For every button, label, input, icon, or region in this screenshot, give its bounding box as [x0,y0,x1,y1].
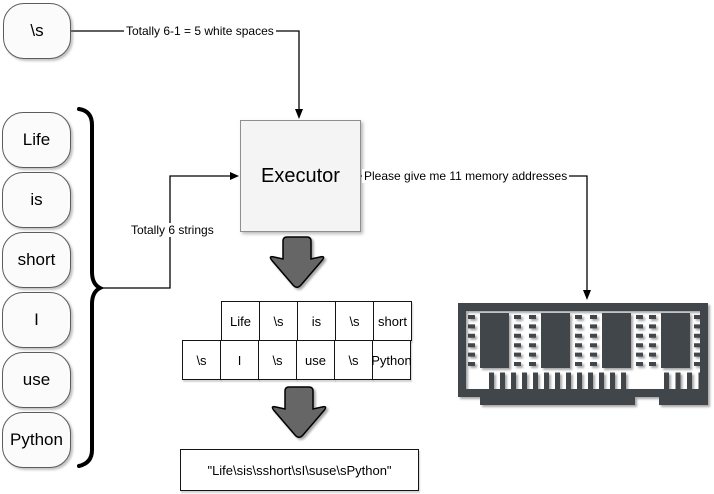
ram-stick-icon [458,303,708,405]
curly-brace-icon [77,107,105,468]
memory-cell: \s [335,301,374,341]
string-node-life: Life [2,112,71,168]
memory-cell: short [373,301,412,341]
arrowhead-into-memory-icon [583,290,591,300]
memory-cell: \s [259,301,298,341]
separator-node: \s [3,3,71,59]
memory-cell: I [220,340,259,380]
string-node-label: Python [10,430,63,449]
strings-edge-label: Totally 6 strings [129,223,216,237]
separator-node-label: \s [30,21,44,40]
memory-cell: is [297,301,336,341]
result-string-box: "Life\sis\sshort\sI\suse\sPython" [180,449,419,491]
string-node-label: I [34,310,39,329]
string-node-label: use [22,370,51,389]
memory-cell: \s [258,340,297,380]
memory-request-edge-label: Please give me 11 memory addresses [362,169,570,183]
string-node-label: Life [22,130,51,149]
spaces-edge-label: Totally 6-1 = 5 white spaces [124,24,276,38]
memory-cell: \s [182,340,221,380]
string-node-is: is [2,172,71,228]
block-down-arrow-icon [271,386,327,438]
arrowhead-into-executor-left-icon [230,172,239,180]
string-node-python: Python [2,412,71,468]
string-node-short: short [2,232,71,288]
string-node-use: use [2,352,71,408]
connector-executor-to-memory [360,175,588,291]
executor-node-label: Executor [261,164,340,187]
memory-table-row-1: Life \s is \s short [221,301,412,341]
memory-cell: Python [371,340,412,380]
connector-separator-to-executor [70,30,300,110]
block-down-arrow-icon [269,236,325,288]
string-node-label: short [17,250,56,269]
memory-cell: \s [334,340,373,380]
result-string-text: "Life\sis\sshort\sI\suse\sPython" [207,462,392,478]
arrowhead-into-executor-top-icon [295,109,303,119]
memory-cell: use [296,340,335,380]
string-node-label: is [30,190,43,209]
memory-table-row-2: \s I \s use \s Python [182,340,412,380]
executor-node: Executor [240,120,361,232]
string-node-i: I [2,292,71,348]
memory-cell: Life [221,301,260,341]
